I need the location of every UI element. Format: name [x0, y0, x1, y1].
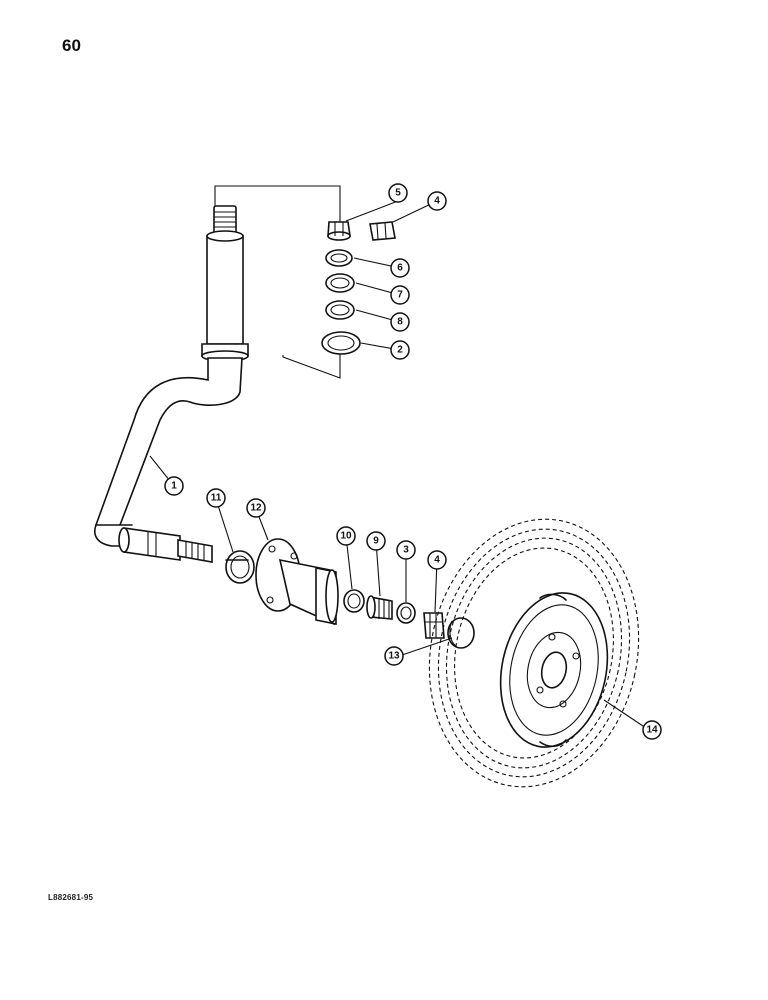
callout-5: 5: [388, 183, 408, 203]
svg-text:14: 14: [646, 725, 658, 736]
wheel-tire-icon: [428, 518, 640, 788]
washer-icon: [325, 249, 353, 267]
callout-4-lower: 4: [427, 550, 447, 570]
svg-text:8: 8: [397, 317, 403, 328]
bearing-icon: [325, 273, 355, 293]
callout-13: 13: [384, 646, 404, 666]
svg-text:4: 4: [434, 555, 440, 566]
callout-9: 9: [366, 531, 386, 551]
callout-3: 3: [396, 540, 416, 560]
svg-text:10: 10: [340, 531, 352, 542]
callout-1: 1: [164, 476, 184, 496]
svg-text:2: 2: [397, 345, 403, 356]
callout-2: 2: [390, 340, 410, 360]
spindle-icon: [94, 205, 249, 563]
svg-text:3: 3: [403, 545, 409, 556]
washer-icon: [325, 300, 355, 320]
bearing-icon: [225, 550, 255, 584]
svg-text:1: 1: [171, 481, 177, 492]
washer-icon: [396, 602, 416, 624]
bearing-icon: [343, 589, 365, 613]
svg-text:5: 5: [395, 188, 401, 199]
callout-14: 14: [642, 720, 662, 740]
callout-10: 10: [336, 526, 356, 546]
bracket-connector: [214, 185, 341, 379]
page-number: 60: [62, 36, 81, 55]
callout-8: 8: [390, 312, 410, 332]
bearing-icon: [366, 595, 393, 620]
svg-text:13: 13: [388, 651, 400, 662]
figure-code: L882681-95: [48, 893, 94, 902]
washer-icon: [321, 331, 361, 355]
svg-text:4: 4: [434, 196, 440, 207]
callout-6: 6: [390, 258, 410, 278]
svg-text:6: 6: [397, 263, 403, 274]
svg-text:12: 12: [250, 503, 262, 514]
svg-text:9: 9: [373, 536, 379, 547]
nut-icon: [327, 221, 351, 241]
callout-11: 11: [206, 488, 226, 508]
svg-text:7: 7: [397, 290, 403, 301]
cap-icon: [447, 617, 475, 649]
svg-text:11: 11: [211, 493, 222, 504]
callout-12: 12: [246, 498, 266, 518]
callout-4-upper: 4: [427, 191, 447, 211]
hub-icon: [255, 538, 339, 626]
nut-icon: [369, 221, 396, 241]
callout-7: 7: [390, 285, 410, 305]
nut-icon: [423, 612, 445, 639]
